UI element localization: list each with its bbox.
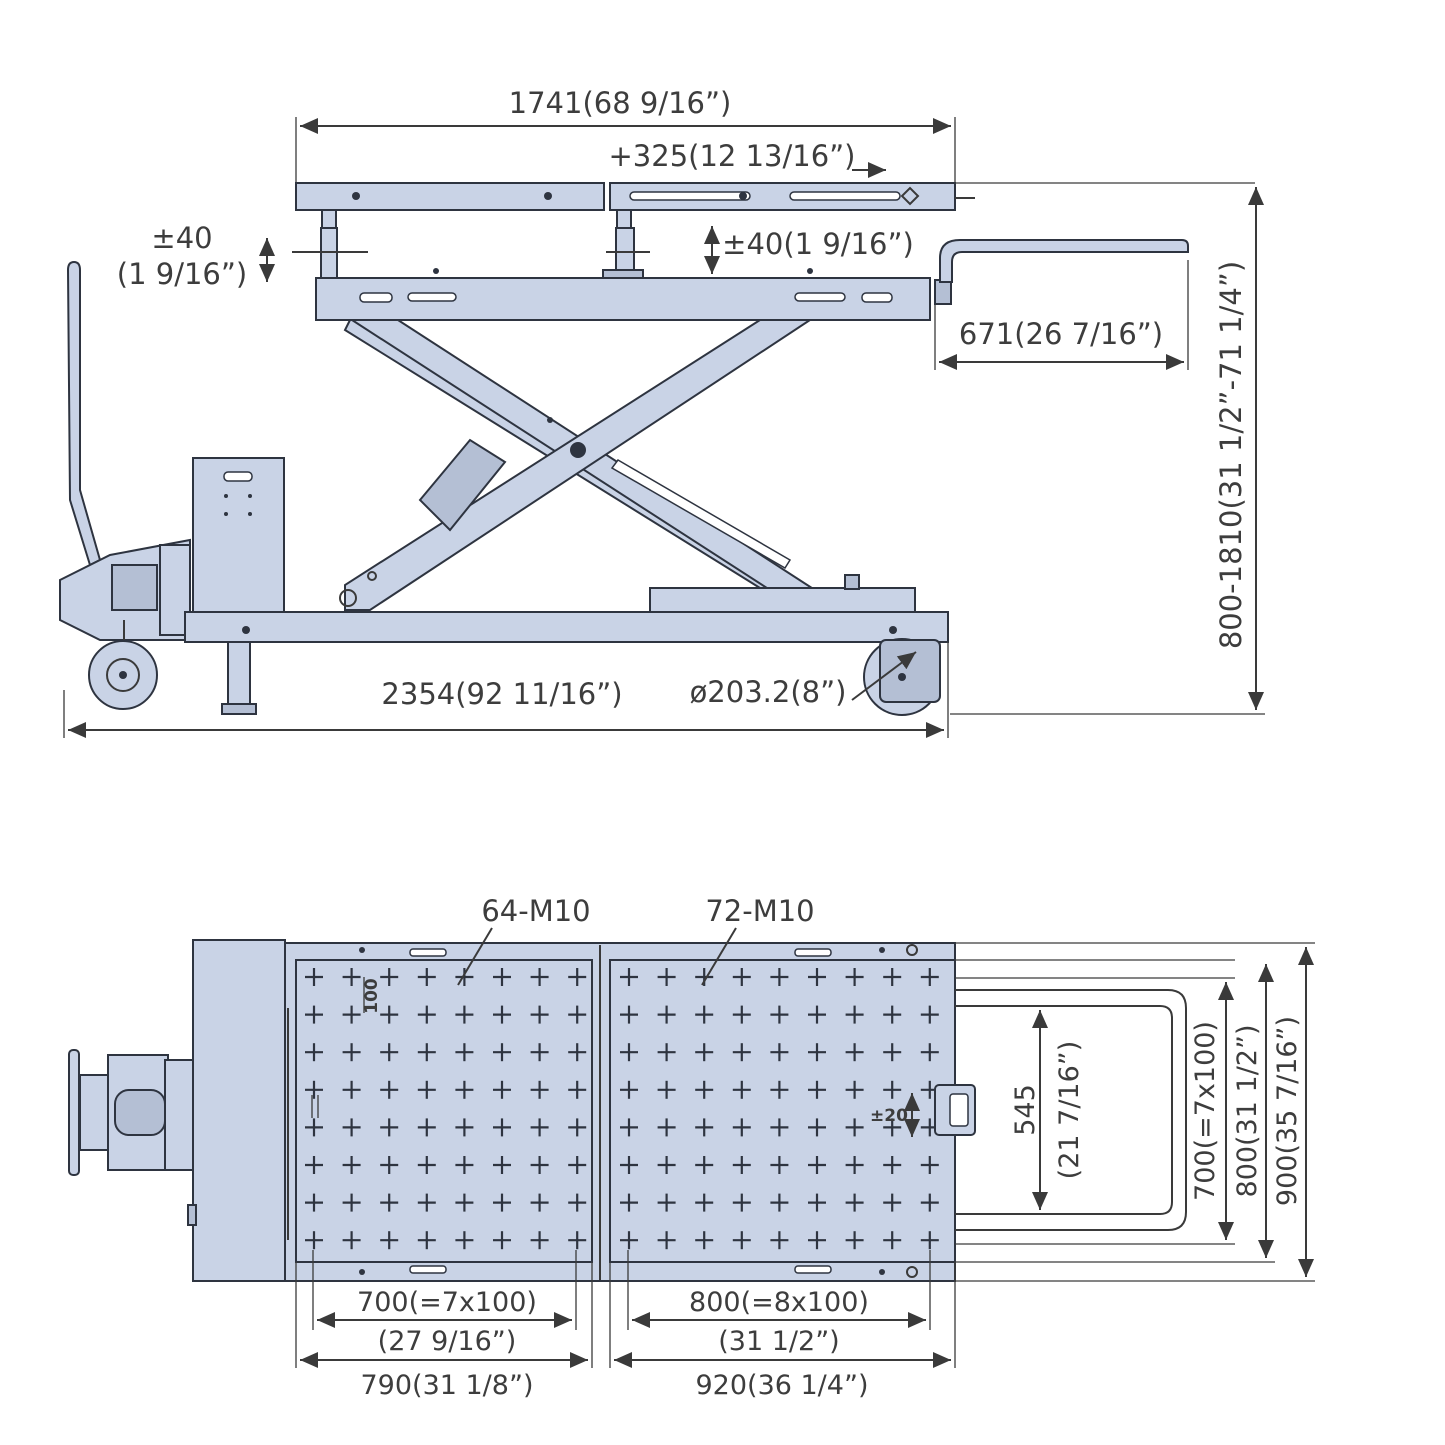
height-dimension: 800-1810(31 1/2”-71 1/4”) [950, 187, 1265, 715]
wheel-diameter-label: ø203.2(8”) [690, 675, 847, 709]
clamp-width-dimension: 545 (21 7/16”) [1010, 1010, 1085, 1210]
left-adjust-label: ±40 [151, 221, 212, 255]
clamp-adjust-label: ±20 [870, 1106, 908, 1126]
rear-caster [863, 638, 941, 716]
side-view: 1741(68 9/16”) +325(12 13/16”) [59, 86, 1265, 738]
center-adjust-dimension: ±40(1 9/16”) [704, 226, 914, 274]
left-grid-span-imperial-label: (27 9/16”) [378, 1326, 517, 1357]
base-frame [184, 574, 949, 715]
center-adjust-label: ±40(1 9/16”) [722, 227, 914, 261]
overall-width-label: 900(35 7/16”) [1272, 1016, 1303, 1206]
right-plate-length-label: 920(36 1/4”) [696, 1370, 869, 1401]
left-holes-label: 64-M10 [481, 894, 590, 928]
right-hole-grid [620, 968, 939, 1250]
platform-length-label: 1741(68 9/16”) [509, 86, 732, 120]
plate-width-label: 800(31 1/2”) [1232, 1025, 1263, 1198]
right-grid-span-label: 800(=8x100) [689, 1287, 869, 1318]
platform-length-dimension: 1741(68 9/16”) [295, 86, 956, 210]
upper-platform [295, 182, 1255, 211]
right-grid-span-imperial-label: (31 1/2”) [718, 1326, 839, 1357]
power-unit-top [187, 939, 286, 1282]
pump-assembly [59, 260, 191, 660]
grid-width-label: 700(=7x100) [1190, 1021, 1221, 1201]
grid-pitch-dimension: 100 [311, 977, 382, 1118]
left-plate-dimensions: 700(=7x100) (27 9/16”) 790(31 1/8”) [295, 1250, 593, 1401]
clamp-width-label: 545 [1010, 1084, 1041, 1136]
left-adjust-imperial-label: (1 9/16”) [117, 257, 247, 291]
extension-label: +325(12 13/16”) [609, 139, 856, 173]
left-plate-length-label: 790(31 1/8”) [361, 1370, 534, 1401]
left-grid-span-label: 700(=7x100) [357, 1287, 537, 1318]
left-hole-grid [305, 968, 587, 1250]
grid-pitch-label: 100 [362, 978, 382, 1014]
adjuster-posts [292, 209, 650, 281]
front-wheel [88, 640, 158, 710]
right-plate-dimensions: 800(=8x100) (31 1/2”) 920(36 1/4”) [609, 1250, 956, 1401]
overall-length-dimension: 2354(92 11/16”) [63, 642, 949, 738]
extension-dimension: +325(12 13/16”) [609, 139, 886, 178]
platform-top [284, 942, 956, 1282]
handle-extension: 671(26 7/16”) [934, 239, 1189, 370]
width-dimensions: 700(=7x100) 800(31 1/2”) 900(35 7/16”) [955, 942, 1315, 1282]
middle-beam [315, 268, 952, 321]
top-view: 100 64-M10 72-M10 ±20 545 (21 7/16”) [68, 894, 1315, 1401]
hole-callouts: 64-M10 72-M10 [457, 894, 815, 986]
extension-handle-top [934, 989, 1187, 1231]
tow-handle-top [68, 1049, 194, 1176]
handle-extension-label: 671(26 7/16”) [959, 317, 1163, 351]
overall-length-label: 2354(92 11/16”) [381, 677, 622, 711]
wheel-diameter-callout: ø203.2(8”) [690, 651, 917, 709]
clamp-width-imperial-label: (21 7/16”) [1054, 1041, 1085, 1180]
height-range-label: 800-1810(31 1/2”-71 1/4”) [1214, 261, 1248, 649]
left-adjust-dimension: ±40 (1 9/16”) [117, 221, 275, 291]
clamp-adjust-dimension: ±20 [870, 1093, 920, 1137]
power-unit-box [192, 457, 285, 624]
right-holes-label: 72-M10 [705, 894, 814, 928]
scissor-arms [339, 319, 820, 611]
